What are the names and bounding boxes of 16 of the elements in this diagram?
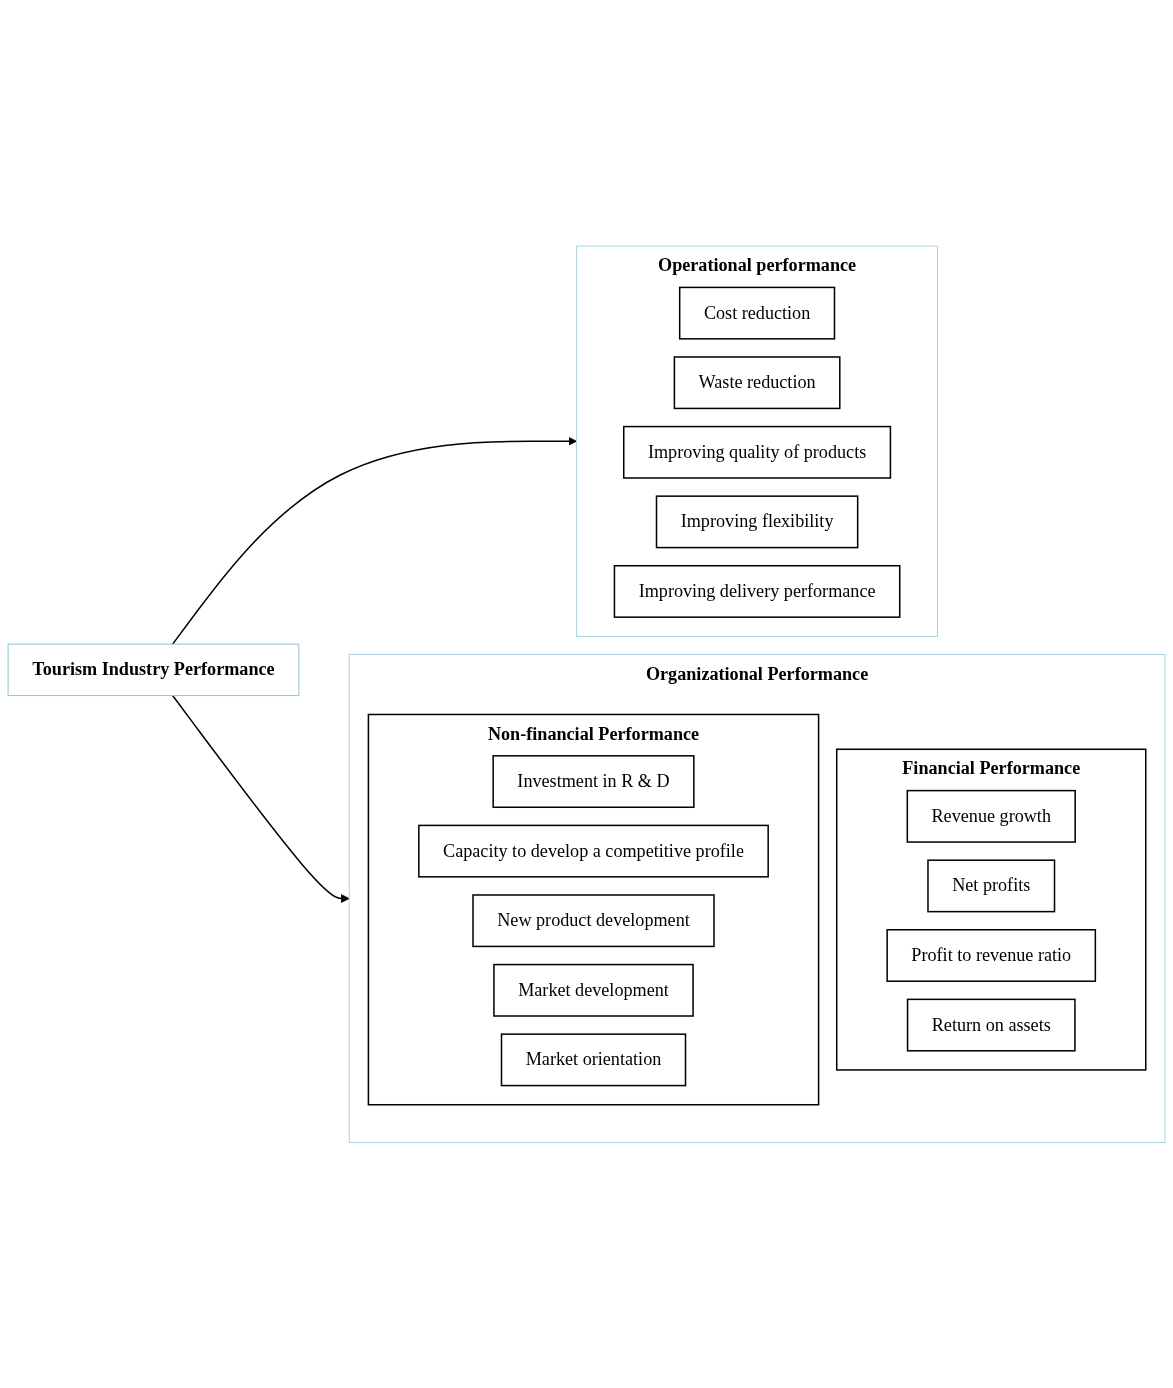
node-box: Market development bbox=[493, 963, 694, 1017]
node-box: Net profits bbox=[927, 859, 1056, 913]
node-box: Market orientation bbox=[500, 1033, 687, 1087]
node-box: New product development bbox=[472, 893, 715, 947]
node-box: Return on assets bbox=[906, 998, 1076, 1052]
node-box: Improving delivery performance bbox=[613, 564, 901, 618]
node-box: Capacity to develop a competitive profile bbox=[418, 824, 769, 878]
node-box: Tourism Industry Performance bbox=[7, 643, 300, 696]
node-box: Profit to revenue ratio bbox=[886, 928, 1097, 982]
arrow bbox=[171, 694, 350, 903]
node-box: Investment in R & D bbox=[492, 754, 695, 808]
node-box: Cost reduction bbox=[678, 286, 836, 340]
node-box: Waste reduction bbox=[673, 355, 841, 409]
node-box: Improving quality of products bbox=[623, 425, 892, 479]
node-box: Improving flexibility bbox=[655, 495, 859, 549]
node-box: Revenue growth bbox=[906, 789, 1076, 843]
